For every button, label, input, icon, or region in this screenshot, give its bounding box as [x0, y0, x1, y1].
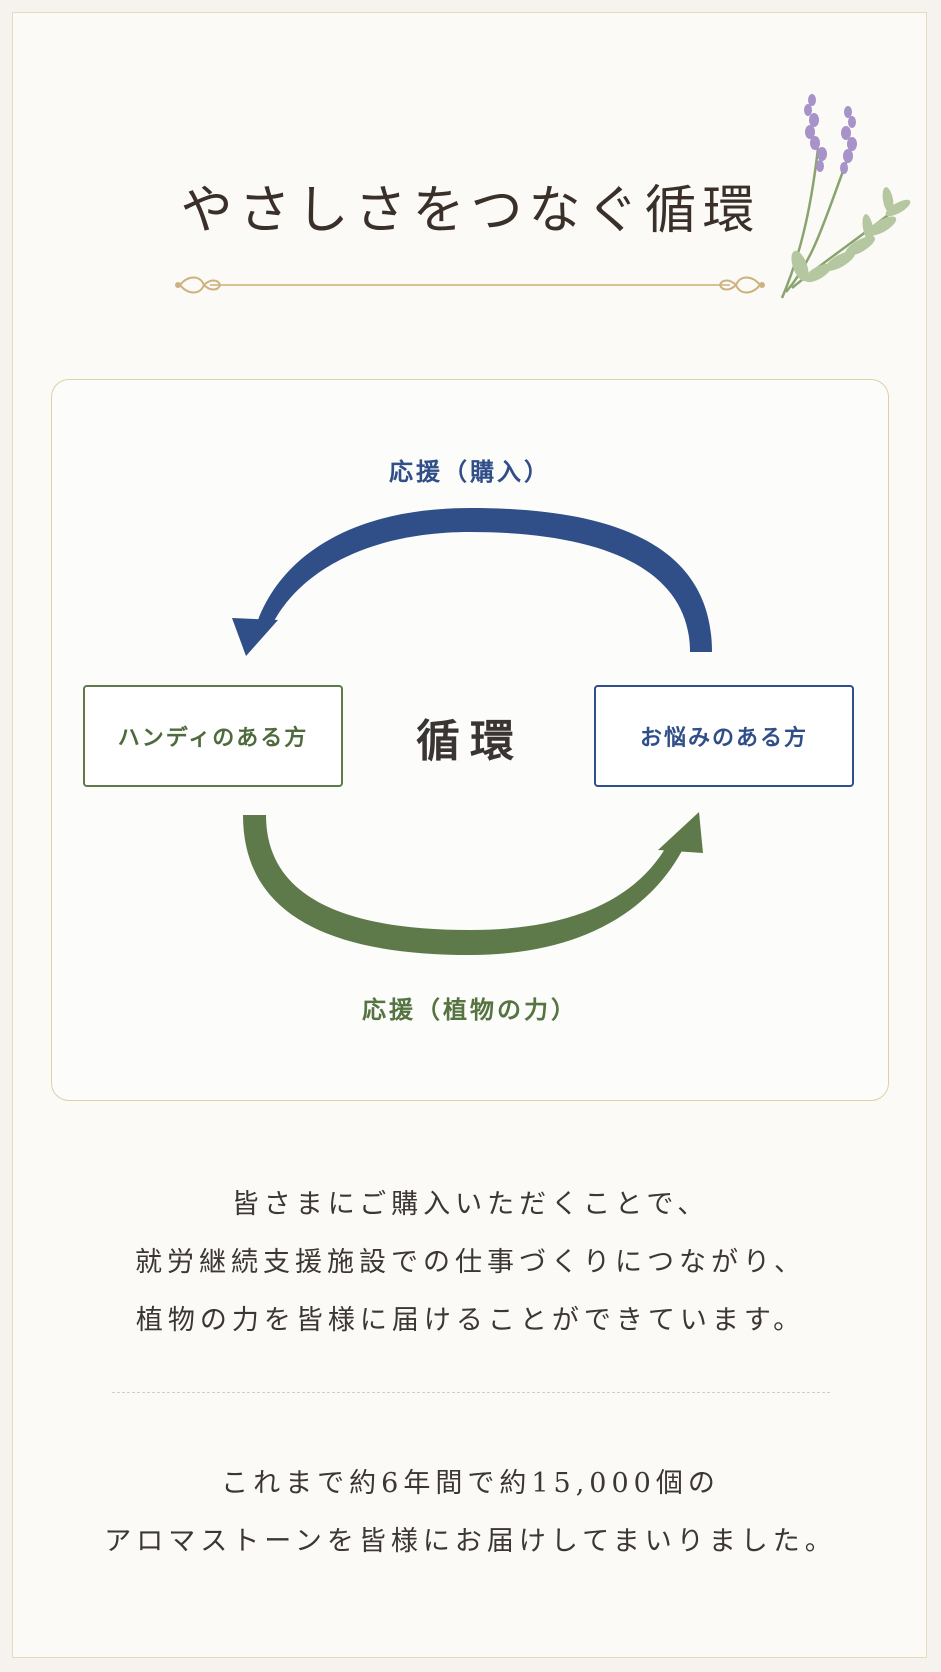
description-line: 植物の力を皆様に届けることができています。 [135, 1305, 806, 1336]
cycle-center-label: 循環 [416, 716, 524, 767]
description-line: 就労継続支援施設での仕事づくりにつながり、 [135, 1247, 806, 1278]
title-divider-ornament [175, 276, 765, 294]
achievement-paragraph: これまで約6年間で約15,000個の アロマストーンを皆様にお届けしてまいりまし… [0, 1455, 941, 1571]
bottom-arrow [243, 815, 685, 955]
top-arrow-head [232, 618, 278, 656]
description-paragraph: 皆さまにご購入いただくことで、 就労継続支援施設での仕事づくりにつながり、 植物… [0, 1176, 941, 1350]
page-title: やさしさをつなぐ循環 [180, 181, 761, 241]
bottom-arrow-label: 応援（植物の力） [362, 996, 578, 1024]
top-arrow [258, 508, 712, 652]
description-line: 皆さまにご購入いただくことで、 [231, 1189, 710, 1220]
achievement-line: これまで約6年間で約15,000個の [221, 1468, 720, 1499]
section-divider [112, 1392, 830, 1393]
bottom-arrow-head [658, 812, 703, 853]
achievement-line: アロマストーンを皆様にお届けしてまいりました。 [104, 1526, 837, 1557]
top-arrow-label: 応援（購入） [389, 458, 551, 486]
node-handicapped-people: ハンディのある方 [83, 685, 343, 787]
node-people-with-concerns: お悩みのある方 [594, 685, 854, 787]
lavender-illustration [780, 94, 911, 299]
